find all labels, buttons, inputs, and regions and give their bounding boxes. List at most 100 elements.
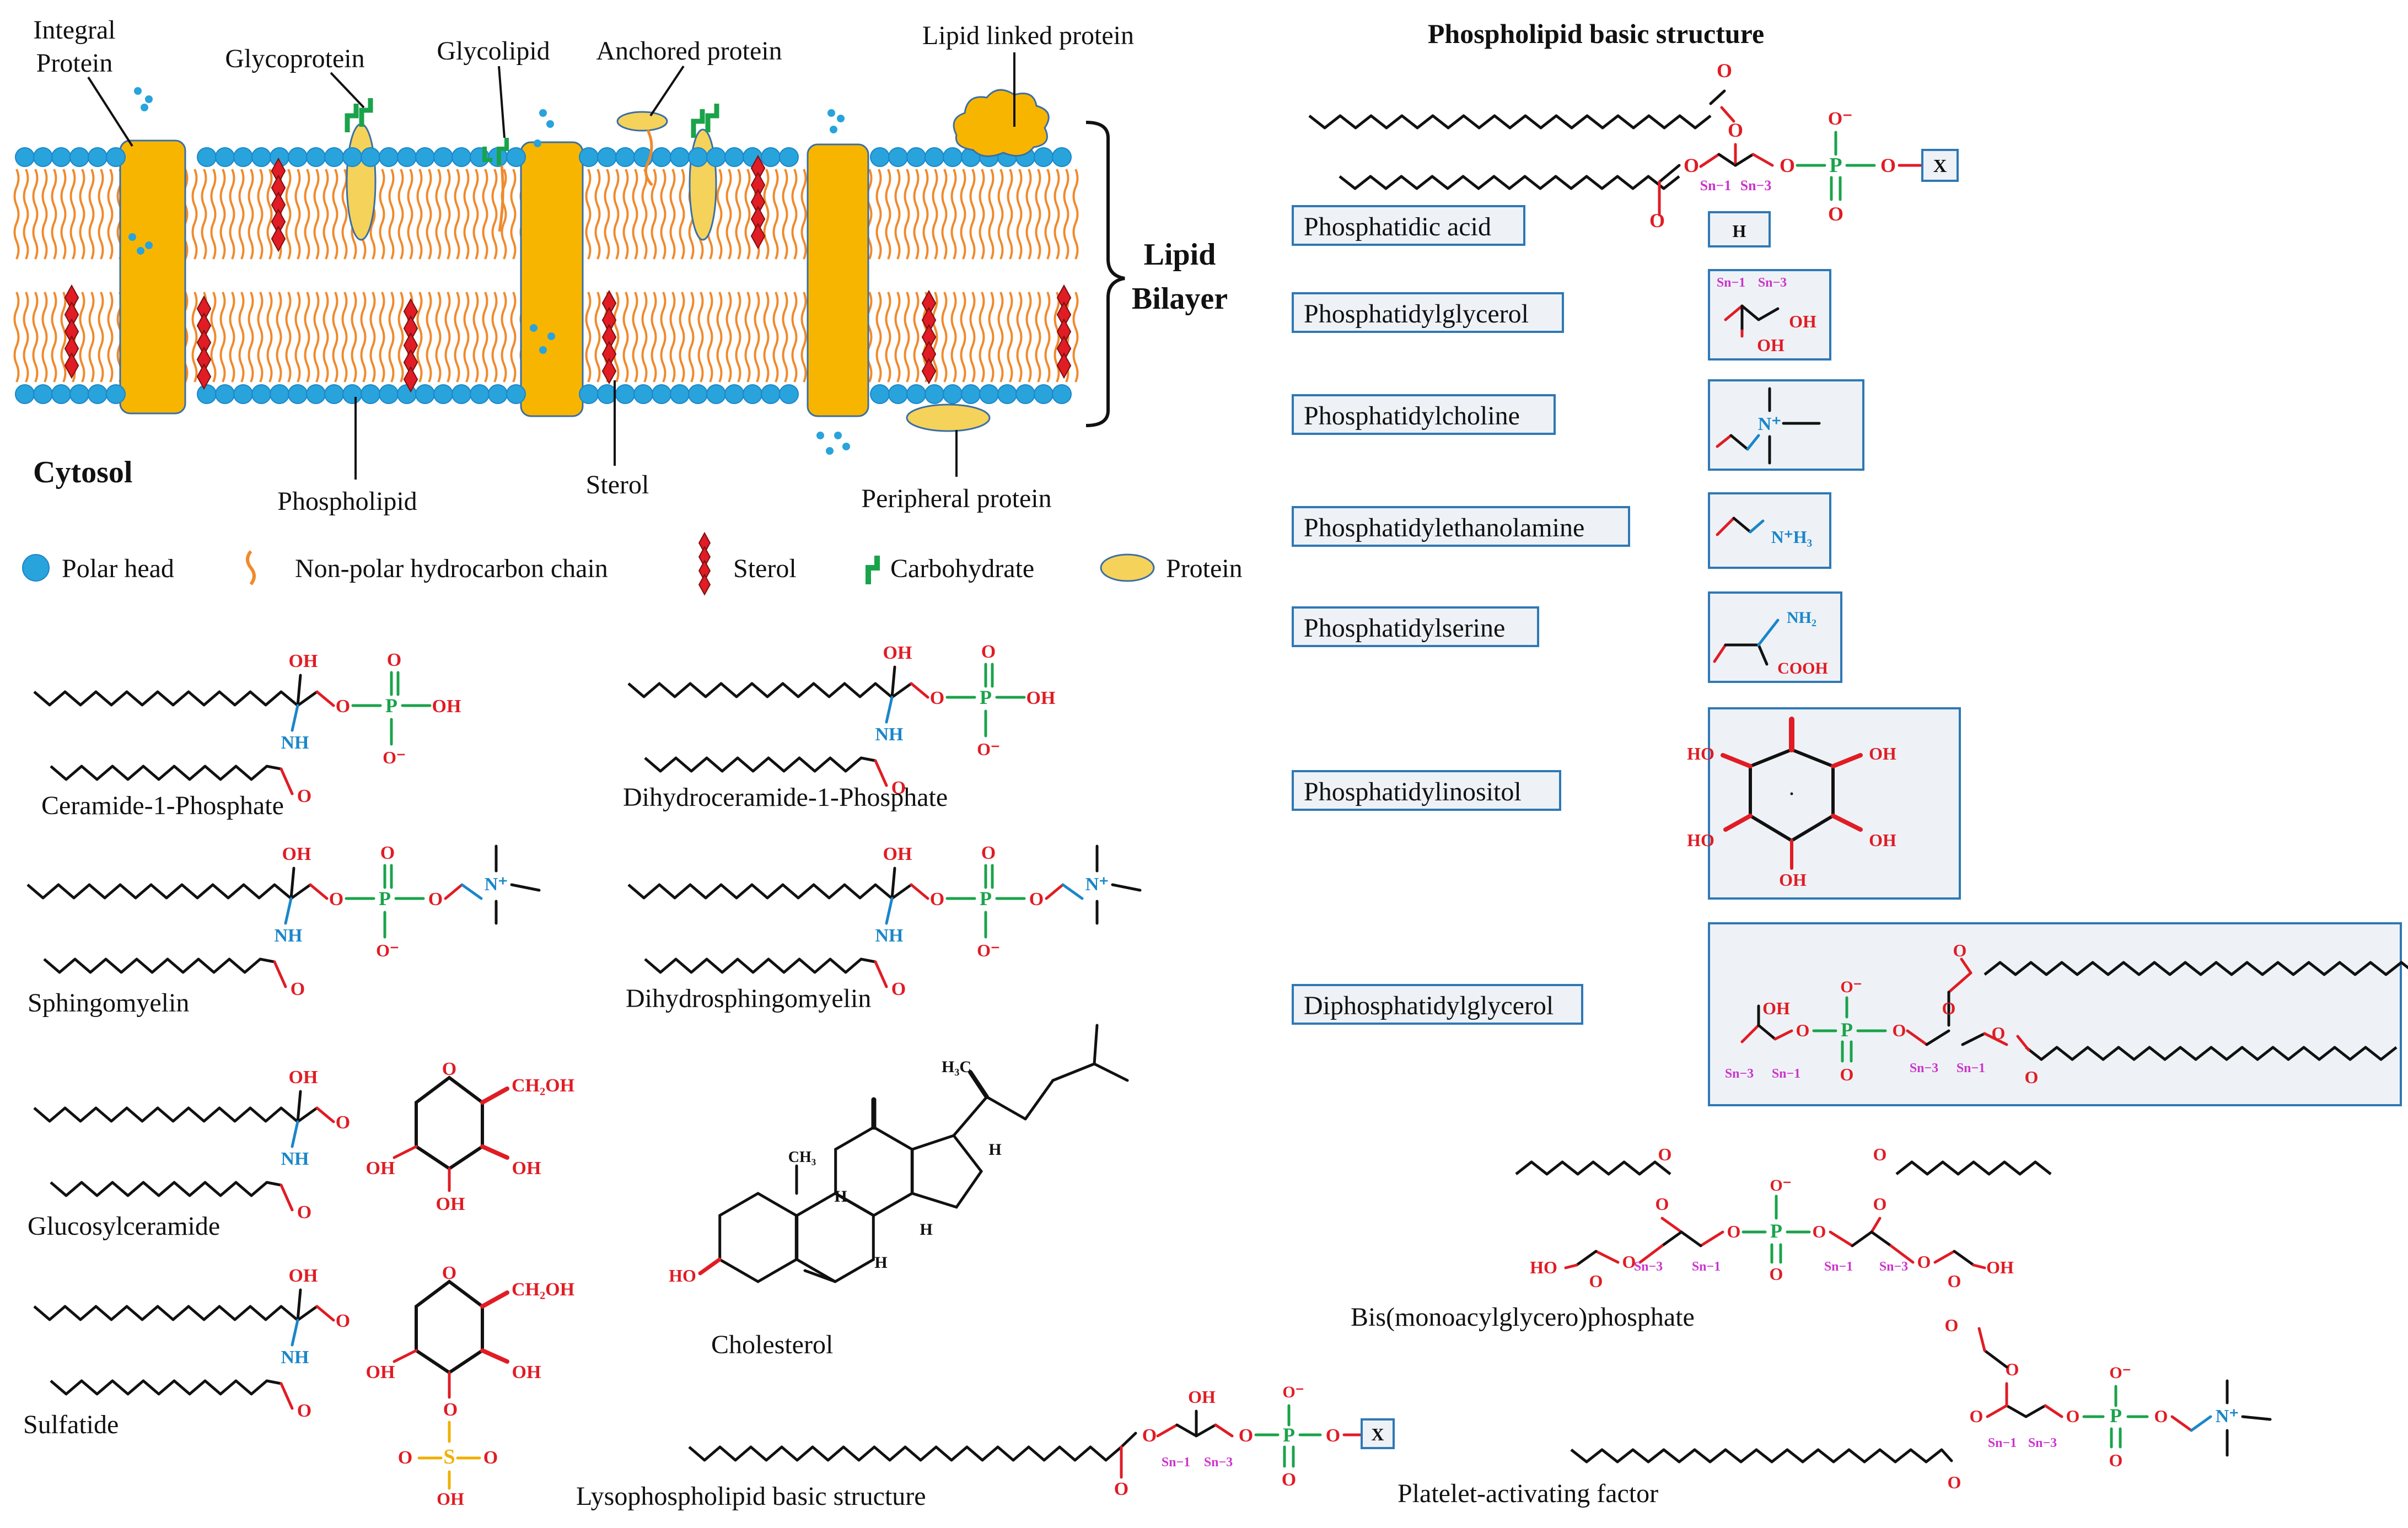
sphingoid-chain	[627, 682, 877, 698]
bond	[265, 1379, 283, 1385]
lipid-tail	[332, 169, 338, 260]
bond	[1940, 1448, 1953, 1462]
polar-head	[925, 384, 944, 404]
bond	[1870, 1230, 1893, 1247]
bilayer-bracket	[1085, 121, 1125, 427]
sterol-segment	[750, 223, 766, 250]
bond	[296, 1106, 319, 1123]
label-glycolipid: Glycolipid	[437, 36, 550, 66]
lipid-tail	[660, 292, 666, 383]
phospholipid-class-row: Phosphatidylinositol	[1292, 707, 1961, 900]
hydroxyl: OH	[437, 1489, 464, 1509]
hydroxyl: OH	[366, 1362, 395, 1382]
lipid-tail	[191, 169, 198, 260]
lipid-tail	[407, 169, 413, 260]
polar-head	[251, 147, 271, 167]
bond	[1947, 971, 1972, 994]
ester-oxygen: O	[1727, 1222, 1741, 1241]
lipid-tail	[341, 292, 348, 383]
lipid-tail	[932, 292, 938, 383]
hydroxyl: HO	[1530, 1257, 1557, 1277]
bond	[1933, 1250, 1956, 1264]
ester-oxygen: O	[428, 889, 443, 910]
class-name-box	[1292, 394, 1556, 435]
polar-head	[379, 147, 399, 167]
polar-heads	[15, 147, 1072, 404]
lipid-tail	[397, 169, 404, 260]
polar-head	[1034, 147, 1054, 167]
bond	[1195, 1423, 1217, 1438]
lipid-tail	[1063, 169, 1069, 260]
lipid-tail	[660, 169, 666, 260]
bond	[1111, 883, 1142, 892]
lipid-tail	[41, 292, 48, 383]
integral-protein	[807, 143, 869, 417]
lipid-tail	[697, 292, 704, 383]
class-name: Phosphatidylinositol	[1304, 777, 1522, 806]
ester-oxygen: O	[1239, 1425, 1253, 1446]
bond	[1961, 1032, 1986, 1046]
lipid-tail	[454, 292, 460, 383]
amide-nh: NH	[275, 926, 303, 946]
lipid-tail	[51, 292, 57, 383]
carbonyl-oxygen: O	[1114, 1479, 1128, 1499]
bond	[1977, 1327, 1986, 1352]
legend-carbohydrate-symbol	[866, 556, 880, 584]
phosphorus: P	[1770, 1220, 1782, 1242]
class-name: Diphosphatidylglycerol	[1304, 991, 1554, 1020]
bond	[1564, 1263, 1578, 1269]
carbonyl-oxygen: O	[1873, 1144, 1887, 1164]
bond	[1024, 1079, 1055, 1121]
polar-head	[979, 384, 999, 404]
bond	[296, 1090, 302, 1123]
phosphate-o-minus: O⁻	[2109, 1364, 2131, 1382]
ester-oxygen: O	[930, 688, 944, 708]
lipid-tail	[79, 169, 85, 260]
carbonyl-oxygen: O	[891, 979, 906, 999]
bond	[910, 682, 929, 699]
anchored-protein	[616, 111, 668, 132]
sterol-segment	[921, 358, 937, 385]
lipid-tail	[79, 292, 85, 383]
polar-head	[724, 384, 744, 404]
phosphate-o-minus: O⁻	[977, 940, 1000, 960]
bond	[1716, 434, 1733, 448]
lipid-tail	[23, 292, 29, 383]
lipid-tail	[1072, 292, 1079, 383]
lipid-tail	[772, 169, 779, 260]
lipid-tail	[594, 169, 601, 260]
lipid-tail	[941, 292, 948, 383]
lipid-tail	[322, 292, 329, 383]
ester-oxygen: O	[329, 889, 343, 910]
lipid-tail	[482, 169, 488, 260]
polar-head	[943, 384, 963, 404]
phosphate-o-minus: O⁻	[383, 747, 406, 767]
hydroxyl: HO	[1687, 830, 1714, 850]
bond	[309, 883, 329, 900]
polar-head	[233, 147, 253, 167]
phosphate-oxygen: O	[1770, 1264, 1783, 1284]
lipid-tail	[763, 169, 770, 260]
bond	[1757, 643, 1769, 666]
lipid-tail	[744, 292, 751, 383]
methyl-label: CH₃	[788, 1149, 816, 1166]
lipid-tail	[669, 292, 676, 383]
ester-oxygen: O	[1873, 1194, 1887, 1214]
polar-head	[342, 384, 362, 404]
bond	[1972, 1263, 1986, 1269]
caption-sulfatide: Sulfatide	[23, 1410, 119, 1439]
bond	[859, 756, 877, 762]
label-integral-line2: Protein	[36, 49, 113, 78]
lipid-tail	[875, 169, 882, 260]
lipid-tail	[41, 169, 48, 260]
bond	[1953, 1250, 1975, 1267]
bond	[2024, 1404, 2047, 1418]
amide-nh: NH	[875, 724, 904, 745]
phospholipid-class-row: Phosphatidylcholine	[1292, 379, 1864, 471]
polar-head	[906, 147, 926, 167]
label-sterol: Sterol	[586, 470, 649, 499]
sterol-segment	[64, 352, 79, 379]
